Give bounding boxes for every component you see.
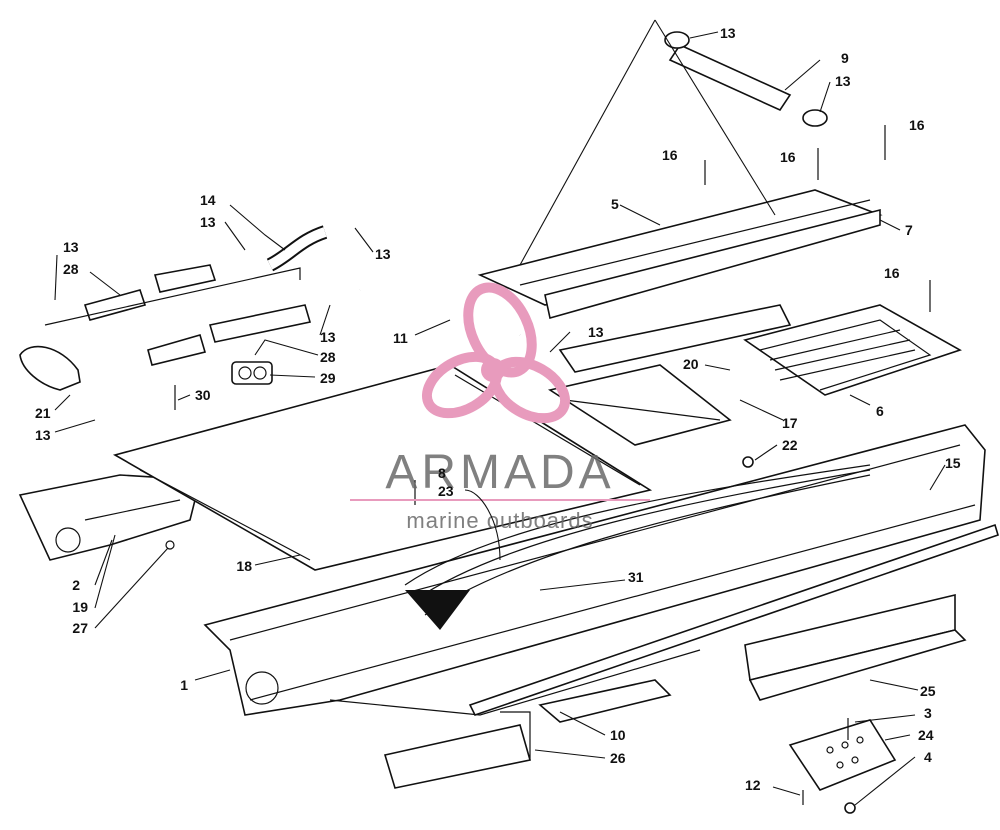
part-25-angle-bracket	[744, 593, 967, 701]
callout-2: 2	[72, 577, 80, 593]
callout-25: 25	[920, 683, 936, 699]
callout-18: 18	[236, 558, 252, 574]
callout-22: 22	[782, 437, 798, 453]
part-23-wiring-harness	[404, 464, 871, 630]
callout-17: 17	[782, 415, 798, 431]
callout-8: 8	[438, 465, 446, 481]
callout-11: 11	[393, 330, 408, 346]
fasteners	[174, 125, 931, 814]
part-5-upper-plate	[477, 189, 883, 320]
part-9-tube	[664, 31, 828, 127]
callout-13-top-right: 13	[835, 73, 851, 89]
part-17-bracket-plate	[547, 364, 732, 446]
callout-13-upper-left: 13	[200, 214, 216, 230]
callout-16-mid-right: 16	[780, 149, 796, 165]
propeller-logo-icon	[421, 282, 571, 424]
callout-13-left: 13	[63, 239, 79, 255]
callout-4: 4	[924, 749, 932, 765]
part-11-bent-hose	[358, 283, 524, 339]
part-21-elbow	[19, 345, 81, 391]
leader-lines	[54, 19, 946, 806]
callout-6: 6	[876, 403, 884, 419]
callout-16-right: 16	[909, 117, 925, 133]
part-28-hoses	[44, 264, 312, 366]
watermark-tagline: marine outboards	[406, 508, 593, 533]
callout-12: 12	[745, 777, 761, 793]
callout-13-top: 13	[720, 25, 736, 41]
part-29-gasket	[231, 361, 273, 385]
callout-16-lower: 16	[884, 265, 900, 281]
callout-1: 1	[180, 677, 188, 693]
part-1-chassis-rail	[203, 424, 986, 716]
callout-19: 19	[72, 599, 88, 615]
callout-13-upper-mid: 13	[375, 246, 391, 262]
callout-23: 23	[438, 483, 454, 499]
callout-28-mid: 28	[320, 349, 336, 365]
part-14-bent-hose	[266, 225, 328, 272]
callout-31: 31	[628, 569, 644, 585]
callout-27: 27	[72, 620, 88, 636]
part-spacer-strip	[558, 304, 792, 373]
callout-30: 30	[195, 387, 211, 403]
part-26-bracket	[383, 711, 532, 789]
callout-16-mid: 16	[662, 147, 678, 163]
callout-29: 29	[320, 370, 336, 386]
callout-26: 26	[610, 750, 626, 766]
callout-7: 7	[905, 222, 913, 238]
callout-13-mid-left: 13	[320, 329, 336, 345]
part-2-side-bracket	[18, 474, 202, 561]
callout-3: 3	[924, 705, 932, 721]
armada-watermark: ARMADA marine outboards	[350, 282, 650, 533]
callout-13-bottom-left: 13	[35, 427, 51, 443]
callout-labels: 1 2 19 27 18 3 24 4 25 10 26 12 31 8 23 …	[35, 25, 961, 793]
part-10-plate	[538, 679, 672, 723]
callout-13-center: 13	[588, 324, 604, 340]
callout-24: 24	[918, 727, 934, 743]
callout-5: 5	[611, 196, 619, 212]
part-6-ribbed-box	[743, 304, 962, 396]
part-18-floor-plate	[112, 364, 653, 571]
callout-9: 9	[841, 50, 849, 66]
callout-15: 15	[945, 455, 961, 471]
part-15-rod	[468, 523, 999, 716]
callout-14: 14	[200, 192, 216, 208]
callout-10: 10	[610, 727, 626, 743]
callout-28-left: 28	[63, 261, 79, 277]
callout-21: 21	[35, 405, 51, 421]
callout-20: 20	[683, 356, 699, 372]
part-24-stud-plate	[788, 719, 897, 791]
watermark-brand: ARMADA	[385, 446, 614, 499]
